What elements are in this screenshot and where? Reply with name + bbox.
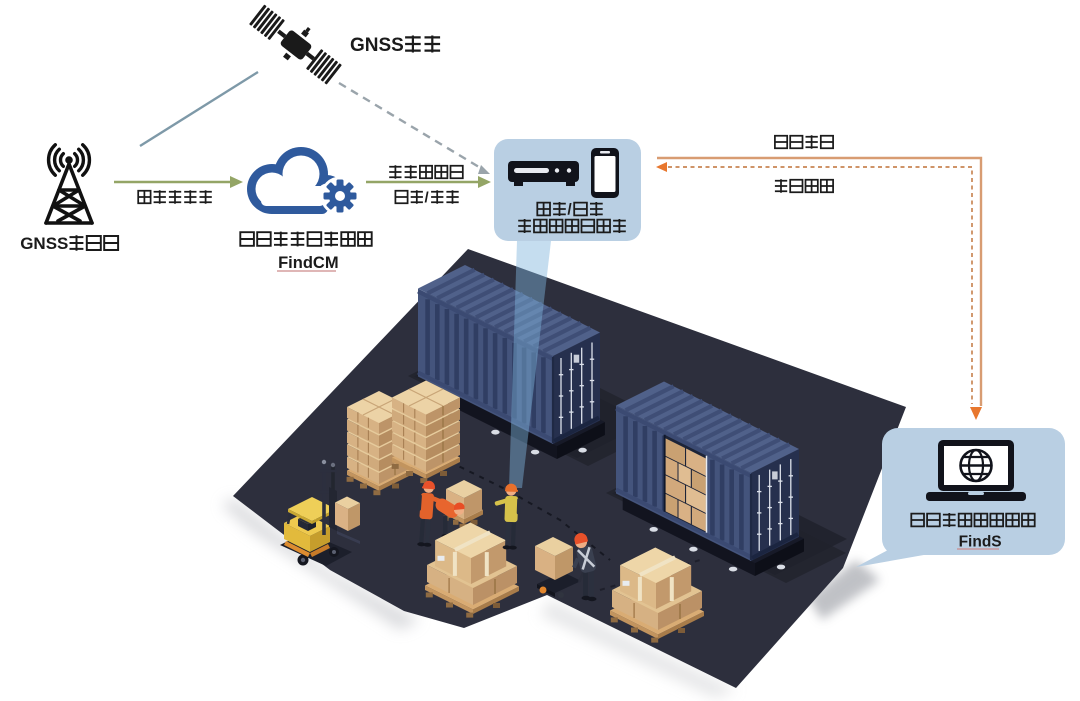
svg-text:GNSS: GNSS bbox=[20, 234, 68, 253]
svg-text:GNSS: GNSS bbox=[350, 35, 404, 56]
svg-text:FindCM: FindCM bbox=[278, 254, 338, 272]
svg-text:FindS: FindS bbox=[959, 534, 1002, 551]
svg-text:/: / bbox=[567, 202, 572, 219]
svg-text:/: / bbox=[425, 189, 430, 206]
